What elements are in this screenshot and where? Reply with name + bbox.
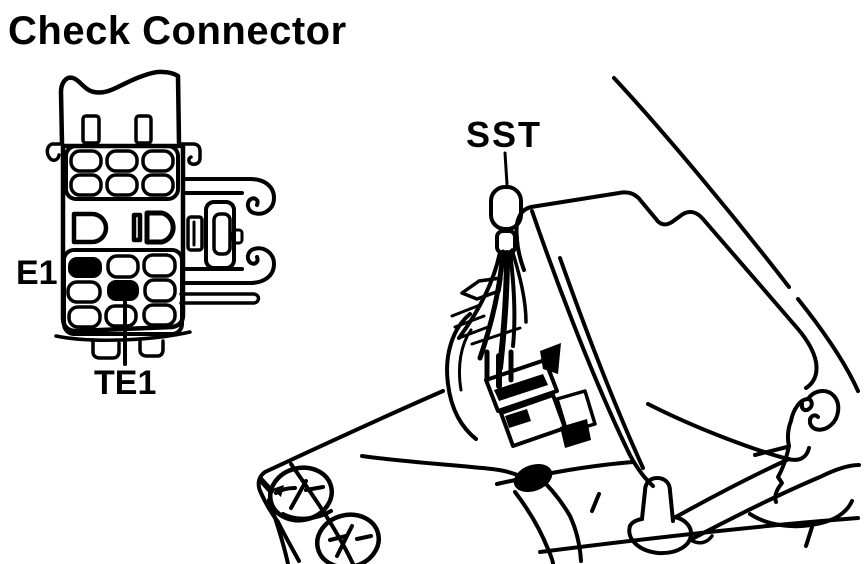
bay-connector-shadow [540, 343, 561, 374]
cap-slot-mark [335, 524, 354, 558]
flange-hook-left [45, 142, 64, 162]
cap-slot-mark [328, 534, 348, 542]
relay-box-front-edge [530, 209, 655, 488]
harness-rib [450, 303, 482, 318]
bay-check-connector [445, 276, 597, 564]
pin [105, 173, 139, 197]
pin-label-e1: E1 [16, 254, 58, 292]
pin [141, 149, 175, 173]
body-panel-lines [495, 457, 861, 554]
sst-leader-line [503, 151, 509, 186]
upper-pin-block [64, 144, 180, 201]
bottom-tab-left [91, 339, 121, 360]
cap-shadow-arc [281, 509, 333, 521]
pin [69, 149, 103, 173]
stud-base-curve [689, 534, 714, 545]
pin [105, 149, 139, 173]
relay-box-front-edge-inner [558, 256, 645, 470]
latch-arm-top [181, 177, 276, 216]
battery-front-left-edge [276, 520, 301, 563]
wire-shadow [470, 326, 522, 346]
d-terminal-left [71, 211, 109, 245]
cap-slot-mark [355, 534, 373, 541]
bay-connector-cavity [505, 409, 531, 428]
flange-hook-right [178, 142, 202, 166]
stud-base-join [628, 517, 644, 528]
latch-plug-inner [212, 212, 232, 256]
pin [142, 253, 177, 278]
check-connector-diagram: Check Connector [8, 9, 347, 402]
relay-box-bottom-ledge [646, 402, 811, 462]
pin [143, 278, 177, 303]
battery-top-edge [263, 389, 445, 474]
harness-facet [460, 276, 503, 301]
relay-box-left-edge [515, 238, 526, 272]
stud-cap [643, 476, 672, 493]
sst-wire [508, 250, 517, 348]
harness-rib [457, 325, 490, 340]
pin-e1-filled [68, 257, 102, 278]
panel-tick [804, 525, 814, 548]
panel-line [690, 463, 861, 541]
latch-side-cell [186, 215, 204, 252]
clip-ledge [753, 445, 789, 457]
cap-slot-mark [289, 479, 308, 510]
pin [141, 173, 175, 197]
stud-base [627, 515, 693, 556]
bay-connector-housing [484, 358, 559, 413]
pin [142, 303, 177, 327]
clip-curl-large [806, 389, 841, 432]
side-latch [179, 177, 276, 305]
bay-connector-dark-band [494, 374, 548, 401]
figure-title: Check Connector [8, 9, 347, 53]
panel-tick [590, 492, 601, 513]
hood-stud [627, 476, 714, 556]
fender-edge [796, 297, 860, 393]
latch-nub [231, 228, 244, 245]
engine-bay-illustration: SST [256, 76, 861, 564]
latch-arm-bottom [181, 246, 276, 285]
panel-line [672, 457, 791, 520]
bay-connector-side-piece [555, 389, 597, 434]
fender-edge [612, 76, 791, 289]
sst-wire [477, 249, 506, 361]
stud-side [640, 489, 647, 521]
pin [66, 280, 102, 304]
cap-slot-mark [274, 486, 297, 495]
pin [67, 305, 102, 329]
pin [106, 254, 140, 279]
battery [256, 389, 532, 564]
connector-boot-inner-arc [457, 328, 473, 392]
d-terminal-right [144, 210, 176, 245]
pin-label-te1: TE1 [94, 364, 156, 402]
pin [104, 304, 138, 328]
latch-rail [179, 292, 261, 305]
pin [69, 173, 103, 197]
stud-side [668, 489, 675, 523]
shroud-slot-right [134, 114, 153, 145]
relay-box-top-outline [514, 190, 819, 390]
battery-cap [315, 512, 381, 564]
relay-box [514, 190, 819, 488]
bay-connector-shadow [560, 419, 591, 448]
battery-front-top-edge [360, 454, 532, 484]
harness-tail [513, 490, 555, 564]
bottom-tab-right [138, 339, 165, 358]
connector-boot-arc [445, 312, 478, 441]
cap-slot-mark [304, 485, 325, 492]
tool-label-sst: SST [466, 114, 542, 155]
shroud-slot-left [81, 114, 101, 145]
connector-shroud-outline [58, 69, 182, 146]
sst-wire [510, 248, 528, 324]
cowl-line [495, 460, 635, 486]
d-terminal-right-bar [131, 212, 143, 243]
pin-te1-filled [107, 280, 139, 301]
